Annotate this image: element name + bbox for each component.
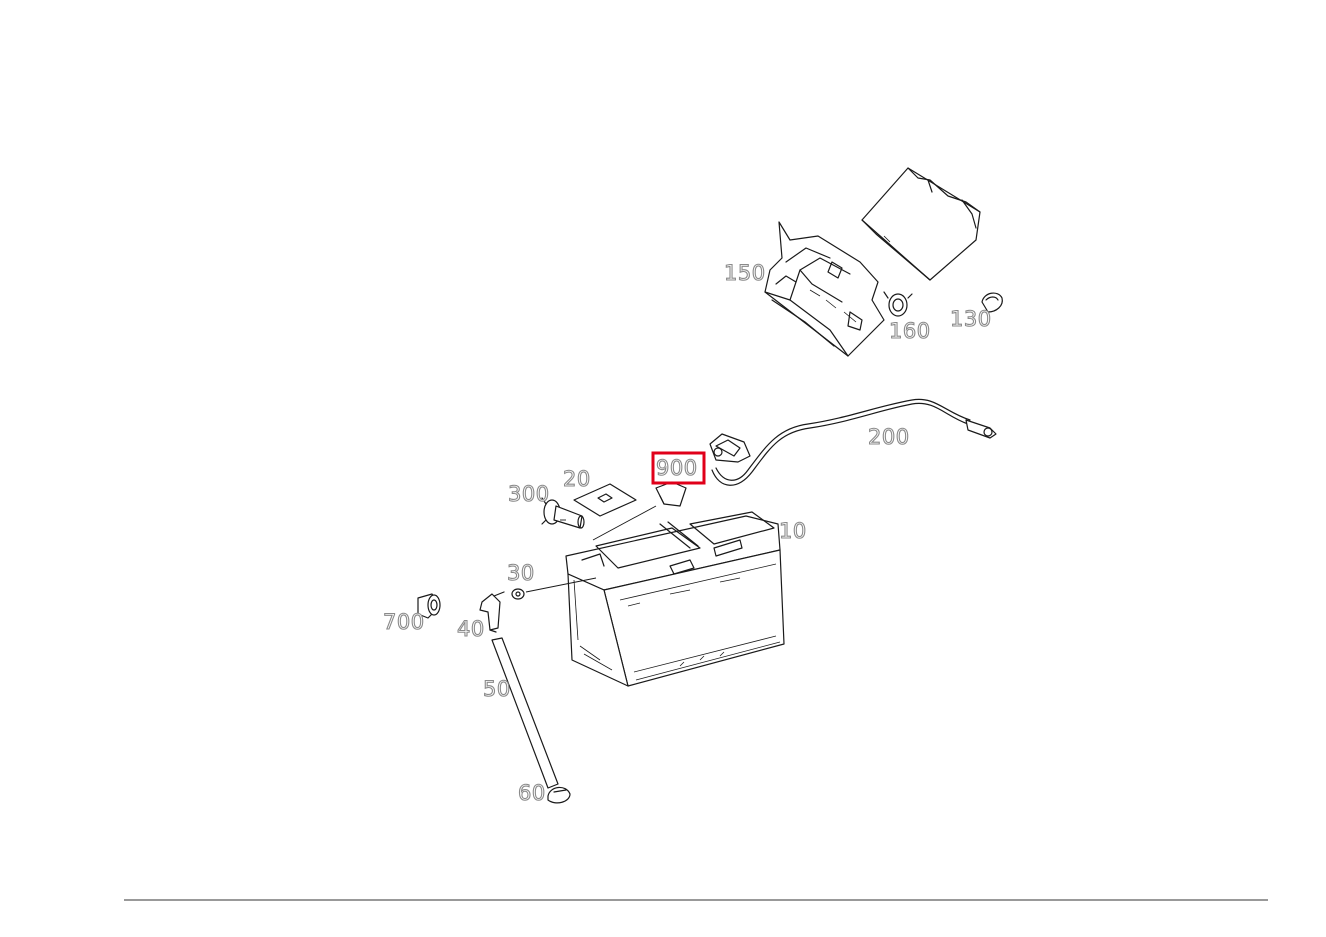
label-30[interactable]: 30 [506, 560, 535, 585]
label-10[interactable]: 10 [778, 518, 807, 543]
highlight-box-900 [651, 451, 706, 485]
label-60[interactable]: 60 [517, 780, 546, 805]
label-200[interactable]: 200 [867, 424, 910, 449]
label-900[interactable]: 900 [655, 455, 698, 480]
label-40[interactable]: 40 [456, 616, 485, 641]
bolt-part-300[interactable] [541, 497, 585, 529]
plate-part-20[interactable] [573, 483, 637, 517]
label-20[interactable]: 20 [562, 466, 591, 491]
elbow-part-40[interactable] [479, 591, 505, 633]
label-130[interactable]: 130 [949, 306, 992, 331]
label-160[interactable]: 160 [888, 318, 931, 343]
battery-cover-box[interactable] [861, 167, 981, 281]
battery-cable-part-200[interactable] [709, 398, 997, 486]
grommet-part-160[interactable] [883, 291, 913, 317]
sleeve-part-700[interactable] [417, 593, 441, 619]
cap-part-130[interactable] [981, 292, 1003, 313]
leader-lines [525, 505, 657, 593]
battery-tray-part-150[interactable] [764, 221, 885, 357]
label-50[interactable]: 50 [482, 676, 511, 701]
label-300[interactable]: 300 [507, 481, 550, 506]
end-cap-part-60[interactable] [547, 786, 571, 804]
label-700[interactable]: 700 [382, 609, 425, 634]
battery-part-10[interactable] [565, 511, 785, 687]
hose-part-50[interactable] [491, 637, 559, 789]
label-150[interactable]: 150 [723, 260, 766, 285]
bracket-part-900[interactable] [655, 481, 687, 507]
fitting-part-30[interactable] [511, 588, 525, 600]
